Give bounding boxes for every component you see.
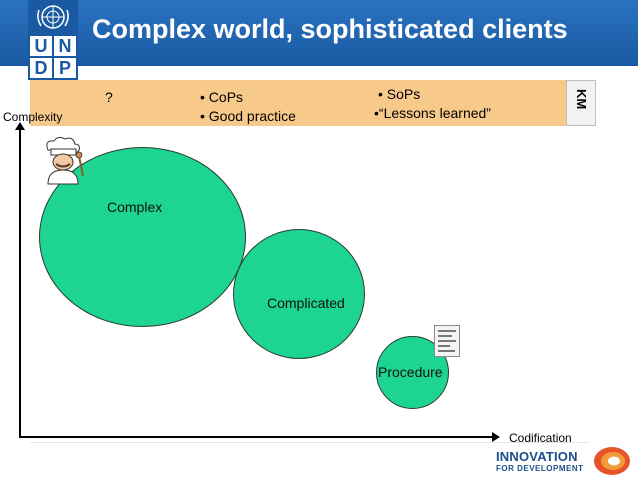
km-label: KM <box>574 89 589 110</box>
swirl-logo-icon <box>594 447 630 475</box>
chef-icon <box>46 136 84 185</box>
km-col2-line1: • CoPs <box>200 89 244 105</box>
complicated-circle <box>233 229 365 359</box>
km-box: KM <box>566 80 596 126</box>
logo-letter-p: P <box>54 58 76 78</box>
y-axis-label: Complexity <box>3 110 63 124</box>
complicated-label: Complicated <box>267 295 345 311</box>
km-band <box>30 80 568 126</box>
y-axis <box>19 128 21 438</box>
un-emblem-icon <box>37 5 69 29</box>
x-axis-arrow <box>492 432 500 442</box>
logo-letter-n: N <box>54 36 76 56</box>
header-bar <box>0 0 638 66</box>
y-axis-arrow <box>15 122 25 130</box>
km-col1-text: ? <box>105 89 113 105</box>
km-col2-line2: • Good practice <box>200 108 296 124</box>
km-col3-line1: • SoPs <box>378 86 421 102</box>
page-title: Complex world, sophisticated clients <box>92 14 568 44</box>
logo-letter-u: U <box>30 36 52 56</box>
x-axis-label: Codification <box>509 431 572 445</box>
complex-label: Complex <box>107 199 163 215</box>
logo-letter-d: D <box>30 58 52 78</box>
document-icon <box>434 325 460 357</box>
procedure-label: Procedure <box>378 364 443 380</box>
innovation-logo: INNOVATION FOR DEVELOPMENT <box>496 449 586 475</box>
x-axis <box>19 436 494 438</box>
brand-main: INNOVATION <box>496 449 578 464</box>
km-col3-line2: •“Lessons learned” <box>374 105 491 121</box>
footer-divider <box>30 442 590 443</box>
brand-sub: FOR DEVELOPMENT <box>496 464 584 473</box>
undp-logo: U N D P <box>28 0 78 80</box>
